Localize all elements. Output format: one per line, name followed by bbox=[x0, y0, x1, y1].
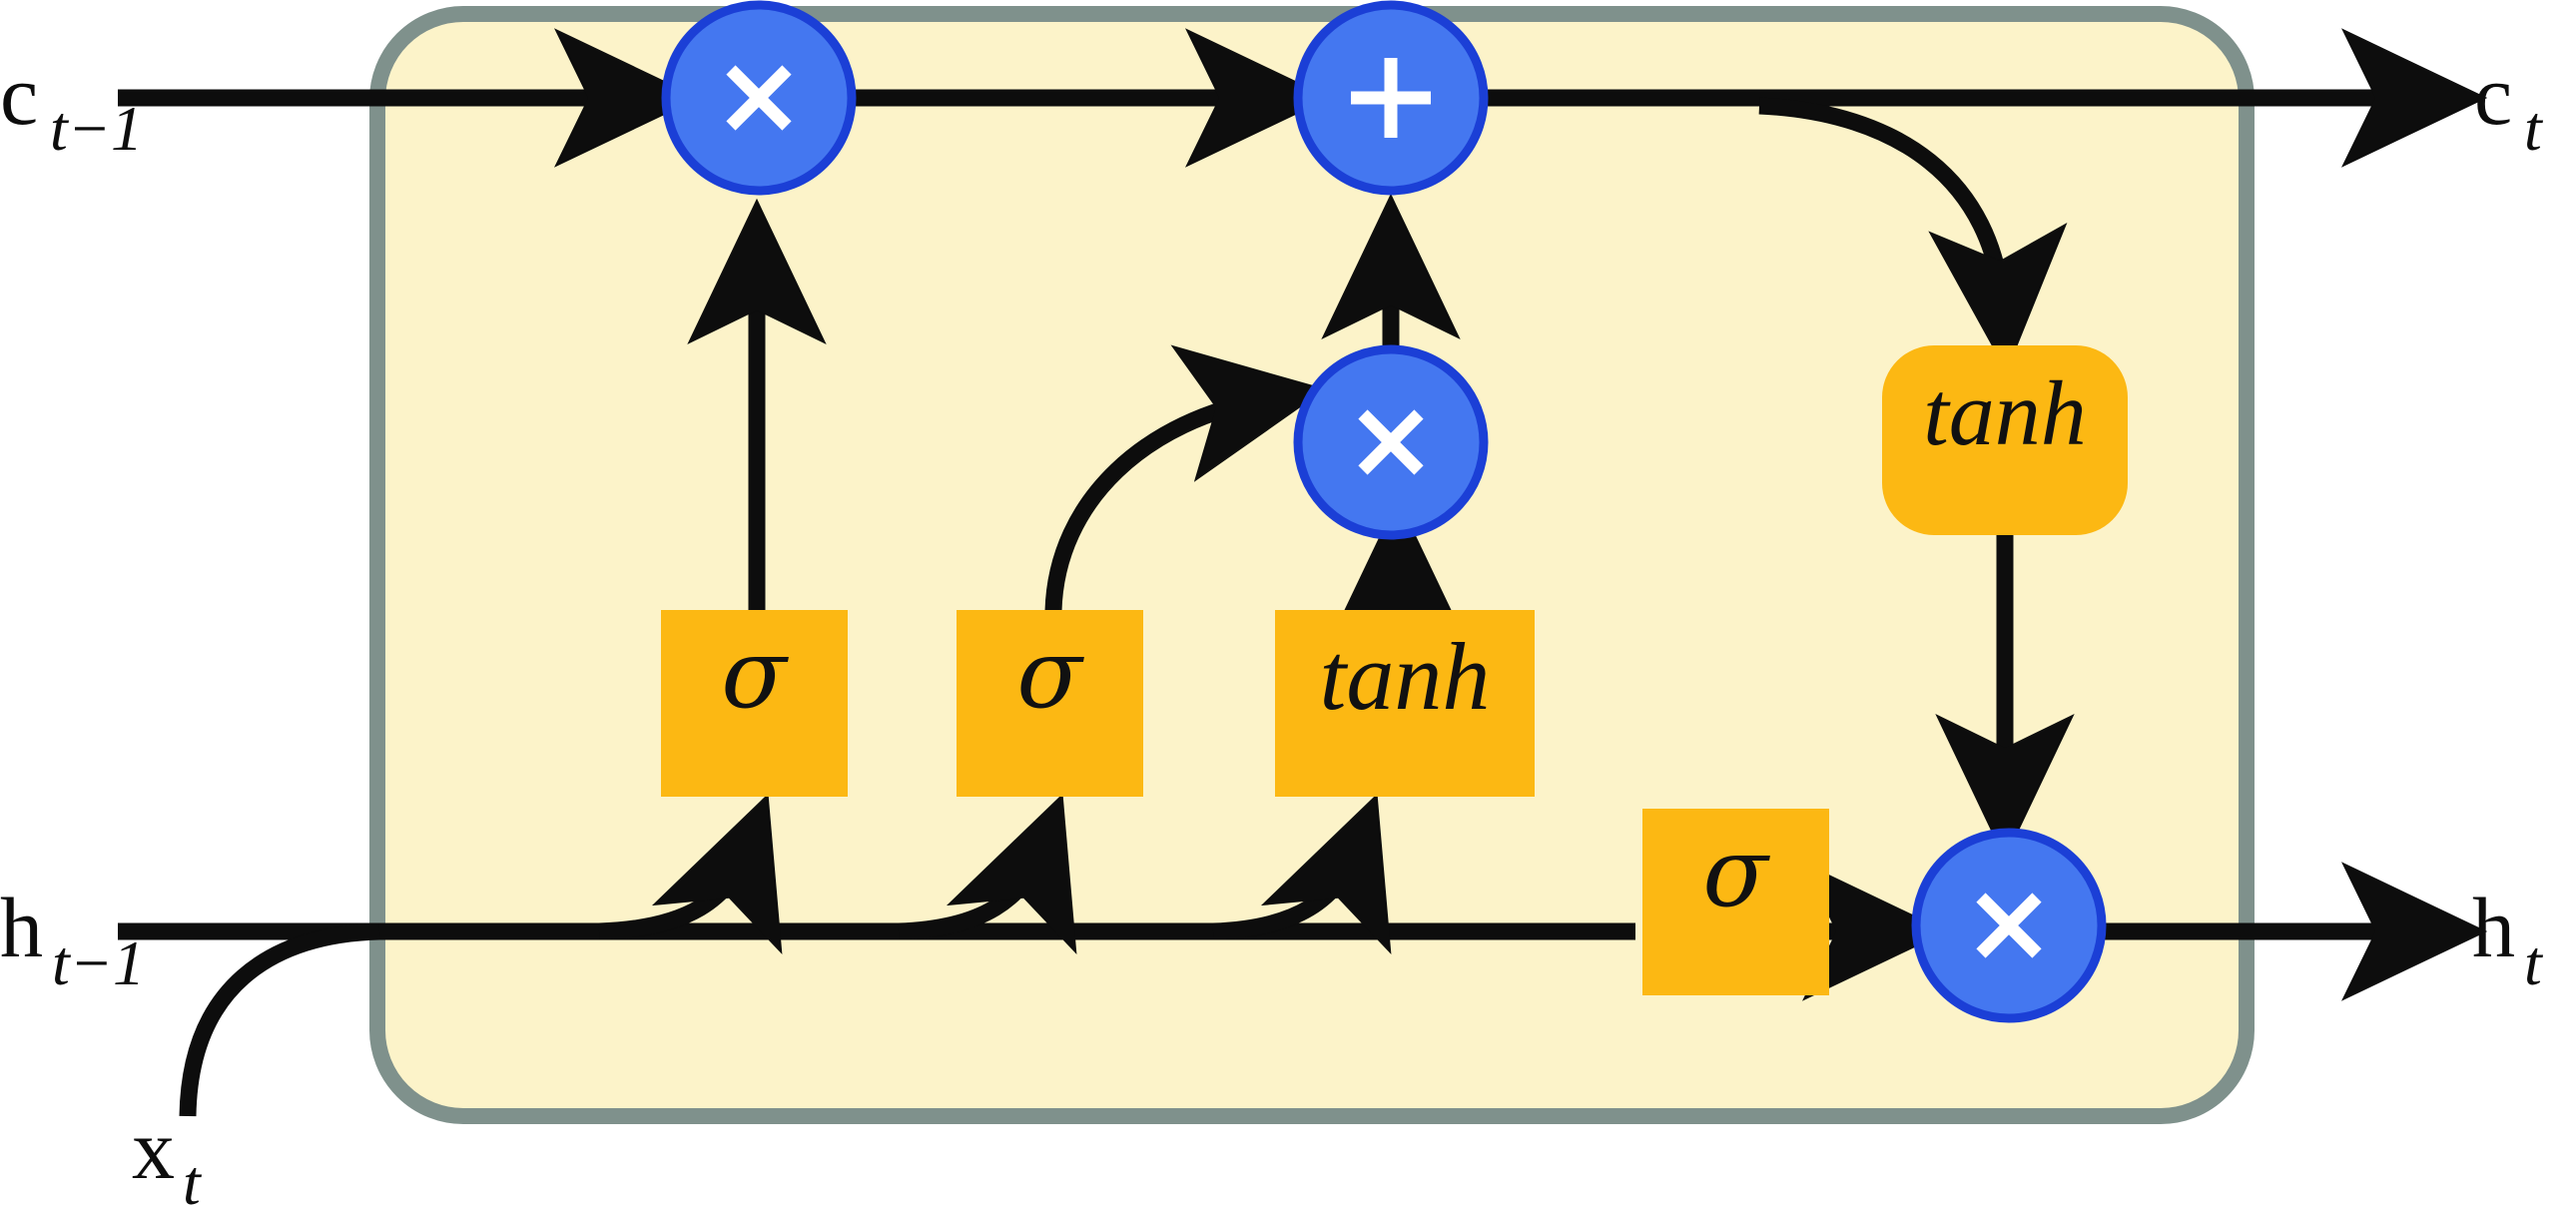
wire-hidden-to-input-gate bbox=[898, 793, 1077, 955]
gate-forget[interactable]: σ bbox=[661, 610, 848, 797]
label-h-prev-sub: t−1 bbox=[52, 927, 145, 998]
operator-forget-multiply[interactable] bbox=[661, 0, 857, 196]
label-h-prev-base: h bbox=[0, 880, 43, 975]
gate-cell-tanh-box[interactable] bbox=[1882, 345, 2128, 535]
gate-output-label: σ bbox=[1702, 817, 1770, 928]
label-c-t: c t bbox=[2474, 47, 2544, 164]
gate-forget-label: σ bbox=[721, 618, 789, 730]
gate-input-box[interactable] bbox=[957, 610, 1143, 797]
gate-cell-tanh[interactable]: tanh bbox=[1882, 345, 2128, 535]
wire-hidden-to-candidate-gate bbox=[1212, 793, 1392, 955]
wire-input-gate-to-multiply bbox=[1044, 344, 1327, 612]
gate-output[interactable]: σ bbox=[1642, 809, 1829, 995]
operator-output-multiply[interactable] bbox=[1911, 828, 2107, 1023]
label-c-prev-base: c bbox=[0, 47, 38, 143]
operator-state-add[interactable] bbox=[1293, 0, 1489, 196]
wire-group bbox=[118, 28, 2488, 1117]
label-h-t-base: h bbox=[2472, 880, 2515, 975]
plus-icon bbox=[1351, 58, 1431, 138]
label-h-t: h t bbox=[2472, 880, 2544, 998]
gate-candidate[interactable]: tanh bbox=[1275, 610, 1535, 797]
multiply-icon bbox=[1358, 409, 1424, 475]
gate-cell-tanh-label: tanh bbox=[1923, 362, 2087, 464]
wire-xt-input bbox=[179, 922, 380, 1117]
gate-input-label: σ bbox=[1016, 618, 1084, 730]
operator-input-multiply[interactable] bbox=[1293, 344, 1489, 540]
gate-candidate-box[interactable] bbox=[1275, 610, 1535, 797]
label-h-prev: h t−1 bbox=[0, 880, 145, 998]
gate-forget-box[interactable] bbox=[661, 610, 848, 797]
gate-candidate-label: tanh bbox=[1320, 623, 1491, 730]
wire-hidden-to-forget-gate bbox=[598, 793, 783, 955]
multiply-icon bbox=[726, 65, 792, 131]
label-c-prev-sub: t−1 bbox=[50, 93, 143, 164]
label-c-t-base: c bbox=[2474, 47, 2512, 143]
gate-input[interactable]: σ bbox=[957, 610, 1143, 797]
label-h-t-sub: t bbox=[2524, 927, 2544, 998]
label-x-t-base: x bbox=[132, 1101, 175, 1197]
label-x-t-sub: t bbox=[183, 1147, 203, 1206]
label-c-t-sub: t bbox=[2524, 93, 2544, 164]
label-x-t: x t bbox=[132, 1101, 203, 1206]
wire-cellstate-branch-to-tanh bbox=[1758, 97, 2068, 373]
multiply-icon bbox=[1976, 893, 2042, 958]
label-c-prev: c t−1 bbox=[0, 47, 143, 164]
gate-output-box[interactable] bbox=[1642, 809, 1829, 995]
